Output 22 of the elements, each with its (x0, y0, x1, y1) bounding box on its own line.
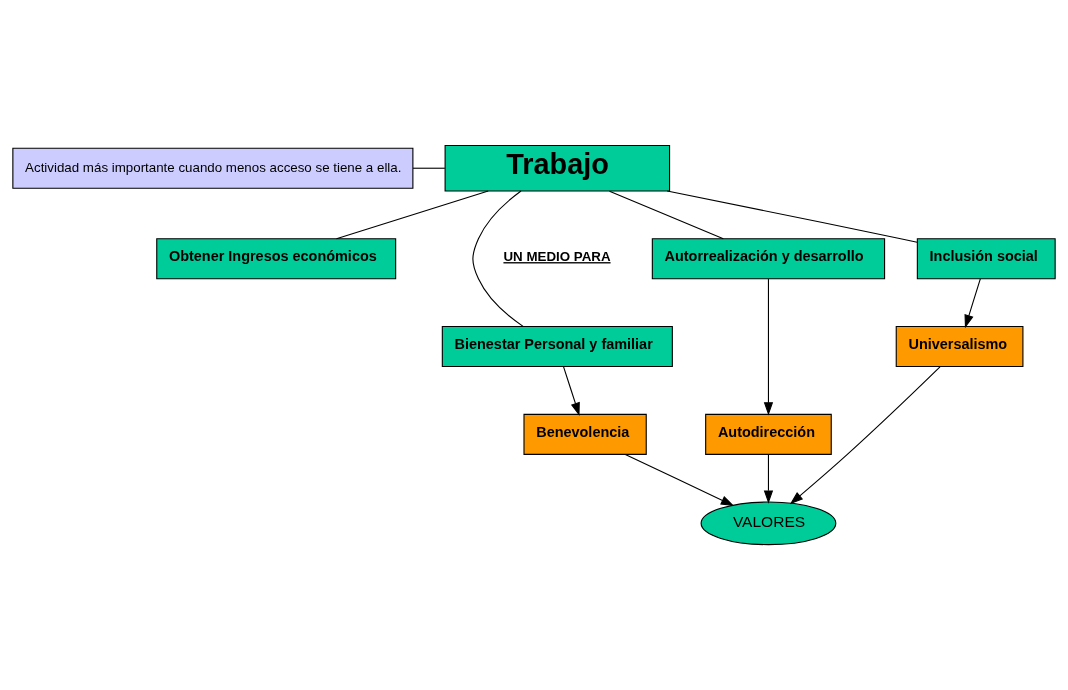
arrow (964, 278, 981, 329)
connector (666, 190, 918, 243)
arrow (789, 366, 941, 505)
node-box: Universalismo (895, 326, 1024, 368)
connector (412, 167, 446, 169)
node-box: Autodirección (705, 413, 832, 455)
label: UN MEDIO PARA (503, 249, 611, 265)
node-box: Obtener Ingresos económicos (156, 238, 397, 280)
node-box: Autorrealización y desarrollo (651, 238, 886, 280)
arrow (763, 454, 774, 504)
connector (608, 190, 724, 240)
connector (335, 190, 489, 240)
node-box: Actividad más importante cuando menos acceso se tiene a ella. (12, 147, 414, 189)
arrow (763, 278, 774, 416)
node-ellipse: VALORES (700, 501, 837, 546)
connector (472, 190, 524, 327)
node-box: Benevolencia (523, 413, 647, 455)
node-box: Bienestar Personal y familiar (441, 326, 673, 368)
arrow (562, 366, 580, 416)
node-box: Trabajo (444, 144, 671, 192)
node-box: Inclusión social (916, 238, 1056, 280)
arrow (624, 453, 735, 506)
